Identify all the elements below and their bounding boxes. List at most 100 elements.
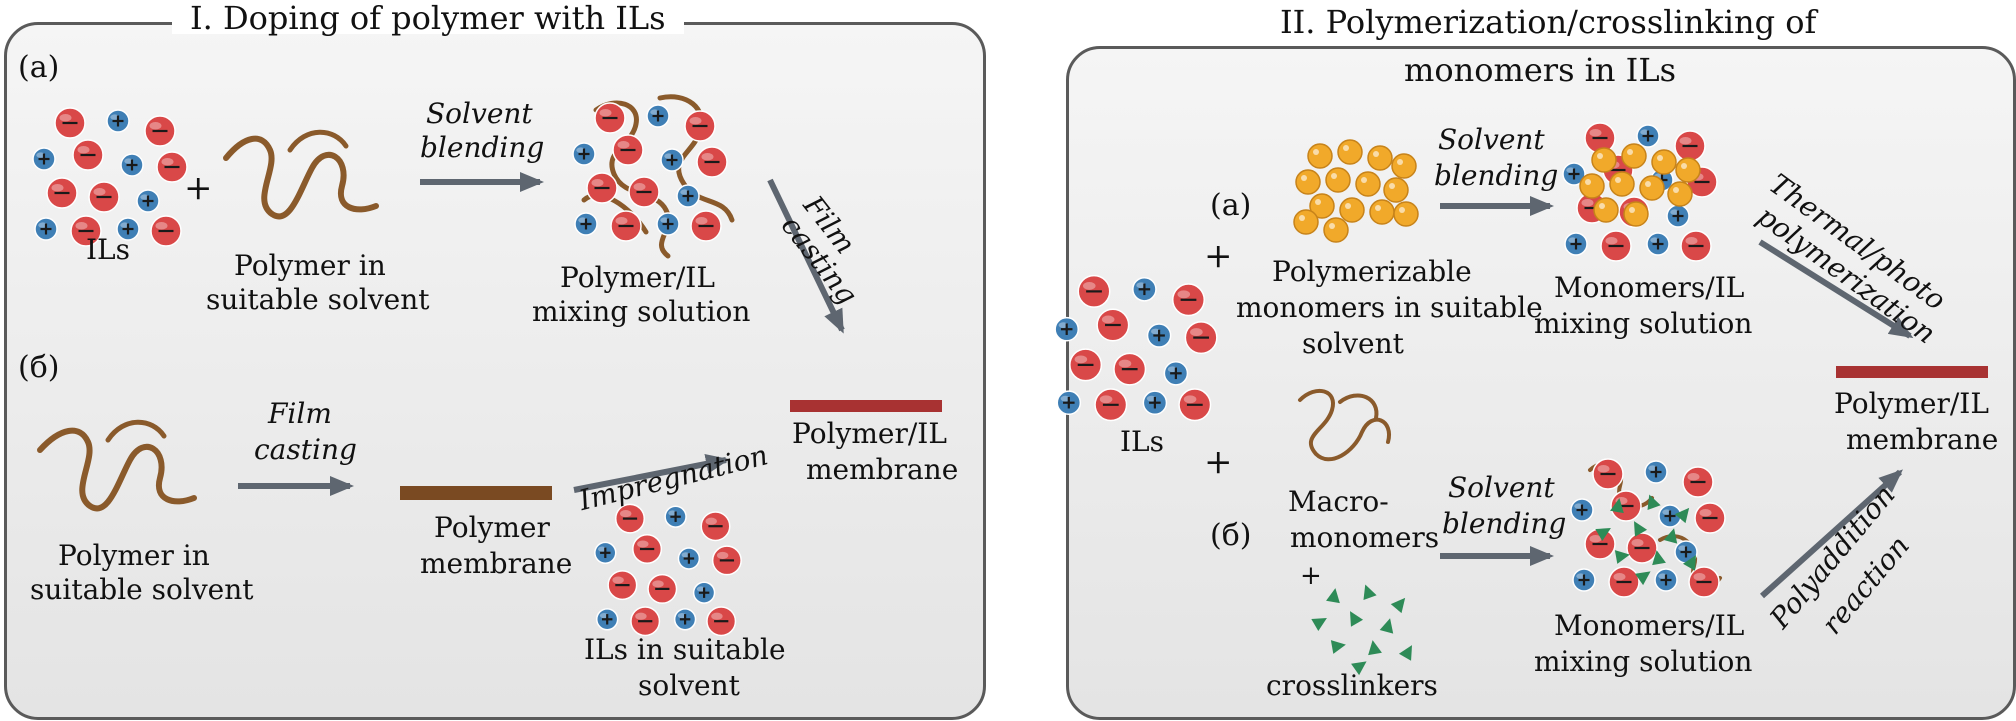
- right-a-mix-ils-ion-4: [1562, 162, 1586, 186]
- crosslinker-triangle-icon: [1398, 645, 1412, 661]
- crosslinker-triangle-icon: [1682, 555, 1696, 571]
- right-b-macro-label-2: monomers: [1290, 521, 1440, 554]
- left-a-ils-ion-4: [32, 147, 56, 171]
- left-a-mix-ion-1: [594, 102, 626, 134]
- crosslinker-triangle-icon: [1634, 521, 1648, 537]
- monomer-dot-icon: [1675, 157, 1701, 183]
- right-b-arrow-label-2: blending: [1442, 507, 1567, 540]
- left-a-ils-ion-11: [34, 217, 58, 241]
- left-a-mix-ion-9: [628, 176, 660, 208]
- left-a-ils-ion-10: [136, 189, 160, 213]
- left-b-final-membrane: [790, 400, 942, 412]
- right-b-mix-label-2: mixing solution: [1534, 645, 1753, 678]
- left-a-mix-ion-14: [690, 210, 722, 242]
- right-b-react-arrow: [1759, 469, 1903, 599]
- left-b-ils-label-1: ILs in suitable: [584, 633, 786, 666]
- monomer-dot-icon: [1579, 173, 1605, 199]
- right-ils-label: ILs: [1120, 425, 1165, 458]
- right-panel: [1066, 46, 2016, 720]
- right-b-mix-ils-ion-3: [1682, 466, 1714, 498]
- monomer-dot-icon: [1667, 181, 1693, 207]
- left-b-arrow-label-2: casting: [254, 433, 357, 466]
- left-a-ils-ion-3: [144, 115, 176, 147]
- left-b-final-label-1: Polymer/IL: [792, 417, 947, 450]
- crosslinker-triangle-icon: [1311, 618, 1327, 632]
- right-ils-ion-1: [1077, 274, 1111, 308]
- right-a-arrow-label-2: blending: [1434, 159, 1559, 192]
- right-a-mix-monomers: [1579, 143, 1701, 227]
- right-b-crosslinkers: [1311, 584, 1412, 676]
- left-a-ils-ion-8: [46, 177, 78, 209]
- monomer-dot-icon: [1609, 171, 1635, 197]
- crosslinker-triangle-icon: [1368, 640, 1382, 656]
- left-a-polymer-chain-1: [223, 135, 379, 220]
- left-a-ils-ion-7: [156, 151, 188, 183]
- left-b-ils-ion-3: [700, 511, 731, 542]
- left-b-polymer-label-2: suitable solvent: [30, 573, 254, 606]
- right-a-poly-arrow: [1758, 239, 1914, 339]
- left-a-mix-ion-4: [572, 142, 596, 166]
- right-a-mix-ils-ion-12: [1600, 230, 1632, 262]
- right-b-mix-ils-ion-12: [1608, 566, 1640, 598]
- membranes-layer: [400, 366, 1988, 500]
- left-b-ils-ion-10: [692, 581, 716, 604]
- monomer-dot-icon: [1293, 209, 1319, 235]
- right-ils-ion-11: [1056, 390, 1082, 416]
- right-a-monomer-label-3: solvent: [1302, 327, 1404, 360]
- left-a-arrow-label-1: Solvent: [426, 97, 533, 130]
- monomer-dot-icon: [1639, 175, 1665, 201]
- right-a-plus: +: [1204, 236, 1233, 276]
- left-a-ils-ion-5: [72, 139, 104, 171]
- left-a-mix-ion-10: [676, 184, 700, 208]
- right-ils-ion-5: [1096, 308, 1130, 342]
- right-ils-ion-7: [1184, 321, 1218, 355]
- monomer-dot-icon: [1295, 169, 1321, 195]
- left-b-arrow-label-1: Film: [268, 397, 332, 430]
- crosslinker-triangle-icon: [1595, 528, 1611, 542]
- left-a-mix-label-2: mixing solution: [532, 295, 751, 328]
- left-a-ils-ion-2: [106, 109, 130, 133]
- right-a-monomer-label-2: monomers in suitable: [1236, 291, 1543, 324]
- right-b-mix-ils-ion-7: [1694, 502, 1726, 534]
- right-final-membrane: [1836, 366, 1988, 378]
- monomer-dot-icon: [1337, 139, 1363, 165]
- monomer-dot-icon: [1593, 197, 1619, 223]
- left-b-ils-ion-5: [632, 534, 663, 564]
- right-a-mix-ils-ion-2: [1636, 124, 1660, 148]
- right-a-monomers: [1293, 139, 1419, 243]
- left-a-ils-ion-14: [150, 215, 182, 247]
- right-ils-ion-10: [1163, 361, 1189, 386]
- left-a-plus: +: [184, 168, 213, 208]
- monomer-dot-icon: [1339, 197, 1365, 223]
- left-a-arrow-label-2: blending: [420, 131, 545, 164]
- left-a-mix-ion-2: [646, 104, 670, 128]
- right-b-plus: +: [1204, 442, 1233, 482]
- left-a-mix-ion-7: [696, 146, 728, 178]
- right-b-mix-crosslinkers: [1595, 494, 1696, 586]
- right-a-label: (a): [1210, 188, 1252, 223]
- left-b-ils-ion-6: [677, 547, 701, 570]
- right-a-mix-ils-ion-14: [1680, 230, 1712, 262]
- left-b-ils-ion-8: [607, 570, 638, 601]
- crosslinker-triangle-icon: [1674, 507, 1690, 524]
- right-b-mix-ils-ion-4: [1570, 498, 1594, 522]
- left-b-membrane-label-1: Polymer: [434, 511, 550, 544]
- right-b-label: (б): [1210, 518, 1252, 553]
- left-a-ils-label: ILs: [86, 233, 131, 266]
- crosslinker-triangle-icon: [1647, 494, 1661, 511]
- left-b-ils-ion-11: [596, 608, 619, 631]
- crosslinker-triangle-icon: [1351, 661, 1367, 676]
- left-a-ils-ion-6: [120, 153, 144, 177]
- right-b-mix-ils-ion-8: [1584, 528, 1616, 560]
- left-b-ils-ion-1: [615, 503, 645, 534]
- right-a-mix-label-1: Monomers/IL: [1554, 271, 1745, 304]
- right-b-mix-ils-ion-14: [1688, 566, 1720, 598]
- right-b-macromonomer-chain-2: [1338, 393, 1379, 420]
- right-b-mix-ils-ion-6: [1658, 504, 1682, 528]
- right-b-macro-label-1: Macro-: [1288, 485, 1389, 518]
- right-panel-title-2: monomers in ILs: [1404, 51, 1676, 89]
- left-a-mix-ion-6: [660, 148, 684, 172]
- arrows-layer: [238, 172, 1914, 599]
